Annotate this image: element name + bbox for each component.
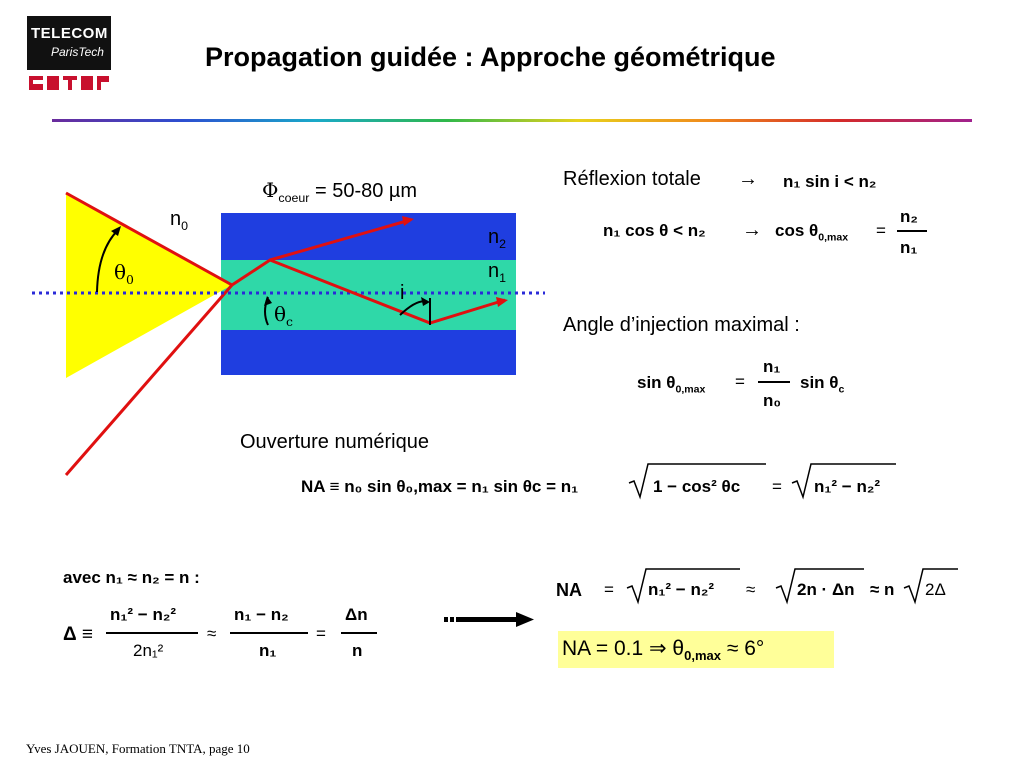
cladding-top bbox=[221, 213, 516, 260]
na-result-label: NA bbox=[556, 580, 582, 600]
radical-signs-icon bbox=[628, 463, 896, 500]
reflexion-eq1: n₁ sin i < n₂ bbox=[783, 172, 877, 191]
na-highlight-sub: 0,max bbox=[684, 648, 721, 664]
theta0-arc-icon bbox=[96, 229, 119, 293]
arrow-head-right bbox=[496, 297, 508, 307]
angle-sin-sub: 0,max bbox=[675, 383, 706, 396]
angle-num: n₁ bbox=[763, 357, 781, 376]
angle-sin: sin θ0,max bbox=[637, 373, 705, 395]
cos-theta-sub: 0,max bbox=[818, 231, 849, 244]
n0-sub: 0 bbox=[181, 219, 189, 233]
na-radicand1: 1 − cos² θc bbox=[653, 477, 741, 496]
logo-line1: TELECOM bbox=[31, 25, 108, 42]
fraction-bar bbox=[897, 230, 927, 232]
cos-theta: cos θ bbox=[775, 221, 819, 240]
delta-f3-den: n bbox=[352, 641, 363, 660]
na-highlight-main: NA = 0.1 ⇒ θ bbox=[562, 637, 685, 660]
delta-approx: ≈ bbox=[207, 624, 217, 643]
delta-def: Δ ≡ bbox=[63, 624, 94, 645]
na-equals2: = bbox=[772, 477, 782, 496]
logo-box: TELECOM ParisTech bbox=[27, 16, 111, 70]
telecom-paristech-logo: TELECOM ParisTech bbox=[27, 16, 111, 96]
delta-f2-den: n₁ bbox=[259, 641, 277, 660]
n0-letter: n bbox=[170, 208, 182, 230]
na-highlight-box bbox=[558, 631, 834, 668]
acceptance-cone bbox=[66, 193, 232, 378]
delta-f1-num: n₁² − n₂² bbox=[110, 605, 177, 624]
thetac-label: θc bbox=[274, 302, 293, 329]
phi-symbol: Φ bbox=[262, 178, 279, 202]
reflexion-eq2-left: n₁ cos θ < n₂ bbox=[603, 221, 706, 240]
reflexion-eq2-cos: cos θ0,max bbox=[775, 221, 848, 243]
implies-arrow-icon bbox=[444, 612, 534, 627]
theta0-sub: 0 bbox=[126, 272, 134, 287]
logo-red-glyphs-icon bbox=[27, 74, 111, 92]
thetac-sub: c bbox=[286, 314, 293, 329]
page-title: Propagation guidée : Approche géométriqu… bbox=[205, 42, 776, 72]
angle-right: sin θc bbox=[800, 373, 844, 395]
delta-f2-num: n₁ − n₂ bbox=[234, 605, 289, 624]
theta0-letter: θ bbox=[114, 260, 127, 284]
fraction-bar bbox=[341, 632, 377, 634]
n1-letter: n bbox=[488, 260, 500, 282]
n2-label: n2 bbox=[488, 226, 506, 251]
ouverture-label: Ouverture numérique bbox=[240, 431, 429, 453]
angle-right-theta: sin θ bbox=[800, 373, 839, 392]
phi-value: = 50-80 µm bbox=[309, 180, 418, 202]
na-radicand2: n₁² − n₂² bbox=[814, 477, 881, 496]
delta-f3-num: Δn bbox=[345, 605, 368, 624]
reflexion-eq2-num: n₂ bbox=[900, 207, 918, 226]
na-result-approx1: ≈ bbox=[746, 580, 756, 599]
reflexion-eq2-den: n₁ bbox=[900, 238, 918, 257]
cone-upper-ray bbox=[65, 191, 233, 287]
escaping-ray bbox=[269, 218, 411, 262]
angle-label: Angle d’injection maximal : bbox=[563, 314, 800, 336]
cladding-bottom bbox=[221, 330, 516, 375]
fraction-bar bbox=[106, 632, 198, 634]
theta0-label: θ0 bbox=[114, 260, 134, 287]
logo-line2: ParisTech bbox=[51, 45, 104, 59]
na-result-rad2: 2n · Δn bbox=[797, 580, 855, 599]
radical-signs-2-icon bbox=[626, 568, 958, 605]
i-label: i bbox=[400, 282, 405, 304]
fraction-bar bbox=[230, 632, 308, 634]
angle-den: n₀ bbox=[763, 391, 782, 410]
fraction-bar bbox=[758, 381, 790, 383]
reflexion-arrow-icon: → bbox=[738, 168, 758, 190]
na-highlight-tail: ≈ 6° bbox=[721, 637, 765, 660]
phi-sub: coeur bbox=[278, 191, 310, 205]
thetac-letter: θ bbox=[274, 302, 287, 326]
n0-label: n0 bbox=[170, 208, 188, 233]
na-result-approx2: ≈ n bbox=[870, 580, 895, 599]
footer: Yves JAOUEN, Formation TNTA, page 10 bbox=[26, 741, 250, 756]
reflexion-label: Réflexion totale bbox=[563, 168, 701, 190]
na-result-rad3: 2Δ bbox=[925, 580, 946, 599]
cone-lower-ray bbox=[64, 284, 234, 476]
core-diameter: Φcoeur = 50-80 µm bbox=[262, 178, 417, 205]
reflexion-eq2-arrow-icon: → bbox=[742, 219, 762, 241]
n1-sub: 1 bbox=[499, 271, 507, 285]
na-definition: NA ≡ n₀ sin θ₀,max = n₁ sin θc = n₁ bbox=[301, 477, 579, 496]
title-rule bbox=[52, 119, 972, 122]
delta-equals: = bbox=[316, 624, 326, 643]
angle-right-sub: c bbox=[838, 383, 845, 396]
na-result-rad1: n₁² − n₂² bbox=[648, 580, 715, 599]
angle-equals: = bbox=[735, 372, 745, 391]
guided-ray bbox=[231, 258, 506, 325]
na-highlight-text: NA = 0.1 ⇒ θ0,max ≈ 6° bbox=[562, 636, 764, 663]
arrow-head-up bbox=[402, 216, 414, 226]
avec-label: avec n₁ ≈ n₂ = n : bbox=[63, 568, 200, 587]
delta-f1-den: 2n₁² bbox=[133, 641, 164, 660]
reflexion-eq2-equals: = bbox=[876, 221, 886, 240]
n2-letter: n bbox=[488, 226, 500, 248]
n2-sub: 2 bbox=[499, 237, 507, 251]
na-result-eq: = bbox=[604, 580, 614, 599]
n1-label: n1 bbox=[488, 260, 506, 285]
fiber-core bbox=[221, 260, 516, 330]
angle-sin-theta: sin θ bbox=[637, 373, 676, 392]
